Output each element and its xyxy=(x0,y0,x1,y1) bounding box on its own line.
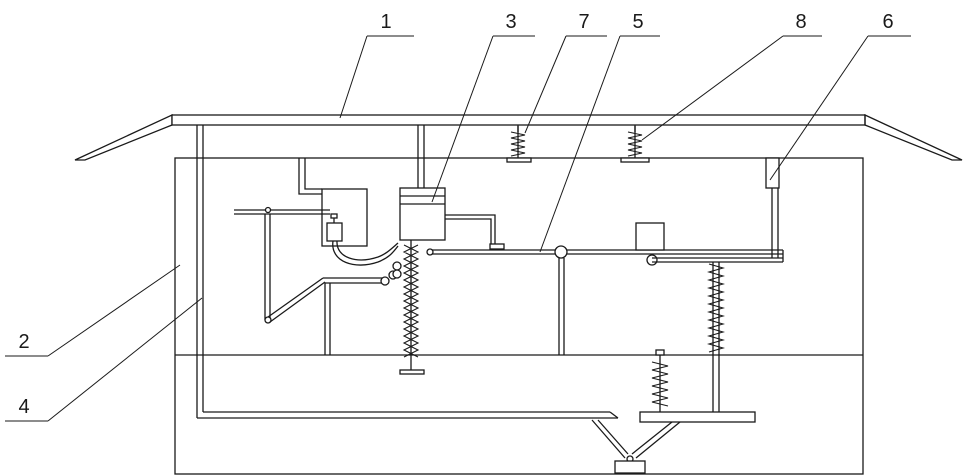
lower-spring xyxy=(640,350,755,422)
label-5: 5 xyxy=(632,11,643,33)
drive-unit-3 xyxy=(400,188,504,249)
sensor-6 xyxy=(766,158,779,258)
label-1: 1 xyxy=(380,11,391,33)
label-7: 7 xyxy=(578,11,589,33)
label-6: 6 xyxy=(882,11,893,33)
main-bar-5 xyxy=(427,223,783,355)
label-8: 8 xyxy=(795,11,806,33)
leader-lines xyxy=(5,36,911,421)
left-linkage xyxy=(234,208,397,356)
hanger-rods xyxy=(418,125,424,188)
vertical-spring xyxy=(709,262,723,412)
controller-box xyxy=(299,158,367,246)
spring-7 xyxy=(507,125,531,162)
support-legs xyxy=(592,420,680,473)
label-2: 2 xyxy=(18,331,29,353)
spring-8 xyxy=(621,125,649,162)
label-3: 3 xyxy=(505,11,516,33)
screw-shaft xyxy=(393,240,424,374)
label-4: 4 xyxy=(18,396,29,418)
